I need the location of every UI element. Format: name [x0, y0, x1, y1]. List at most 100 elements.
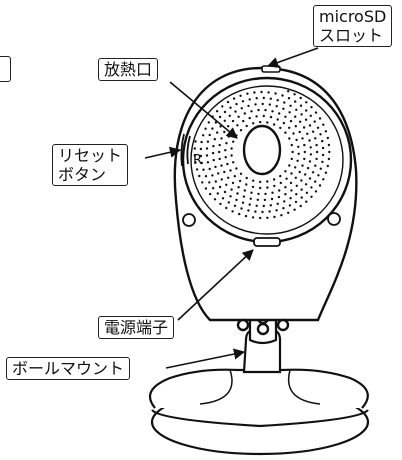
vent-dot	[261, 102, 264, 106]
vent-dot	[208, 167, 211, 171]
vent-dot	[193, 147, 196, 150]
vent-dot	[277, 195, 281, 199]
vent-dot	[289, 119, 293, 123]
vent-dot	[257, 192, 260, 196]
vent-dot	[270, 197, 274, 201]
callout-microsd-line1: microSD	[319, 7, 387, 26]
vent-dot	[253, 91, 256, 94]
callout-microsd-slot: microSD スロット	[313, 5, 393, 47]
vent-dot	[326, 136, 329, 140]
vent-dot	[234, 110, 237, 113]
leader-power	[177, 249, 254, 321]
vent-dot	[315, 157, 318, 161]
vent-dot	[208, 181, 211, 184]
reset-mark: R	[193, 153, 202, 168]
vent-dot	[287, 90, 290, 93]
callout-reset-line2: ボタン	[58, 165, 107, 184]
vent-dot	[288, 137, 291, 140]
vent-dot	[322, 123, 325, 126]
vent-dot	[249, 197, 252, 200]
vent-dot	[279, 181, 282, 185]
vent-dot	[266, 180, 269, 183]
vent-dot	[199, 154, 203, 158]
vent-dot	[242, 195, 246, 198]
vent-dot	[199, 147, 203, 151]
vent-dot	[300, 113, 303, 116]
vent-dot	[314, 180, 317, 183]
vent-dot	[306, 132, 309, 135]
vent-dot	[240, 207, 243, 210]
vent-dot	[261, 210, 264, 214]
vent-dot	[314, 164, 317, 167]
vent-dot	[259, 180, 262, 184]
vent-dot	[269, 204, 272, 207]
vent-dot	[226, 100, 230, 104]
vent-dot	[287, 97, 291, 100]
vent-dot	[278, 189, 281, 192]
vent-dot	[308, 139, 311, 142]
vent-dot	[262, 114, 265, 118]
vent-dot	[272, 178, 276, 181]
vent-dot	[206, 140, 210, 143]
vent-dot	[279, 174, 282, 178]
vent-dot	[264, 108, 267, 112]
vent-dot	[297, 152, 300, 155]
vent-dot	[271, 110, 274, 113]
vent-dot	[321, 160, 324, 164]
vent-dot	[216, 131, 219, 134]
vent-dot	[236, 124, 239, 127]
vent-dot	[275, 105, 278, 108]
vent-dot	[283, 200, 286, 203]
vent-dot	[299, 204, 302, 208]
vent-dot	[314, 111, 318, 114]
vent-dot	[237, 186, 240, 189]
callout-reset-button: リセット ボタン	[52, 144, 129, 186]
vent-dot	[229, 106, 232, 109]
vent-dot	[252, 122, 255, 125]
vent-dot	[267, 91, 270, 94]
vent-dot	[211, 174, 214, 177]
vent-dot	[255, 97, 258, 100]
vent-dot	[314, 137, 317, 140]
vent-dot	[245, 183, 248, 186]
vent-dot	[243, 189, 246, 192]
vent-dot	[200, 140, 203, 144]
vent-dot	[248, 203, 251, 206]
vent-dot	[284, 115, 287, 119]
vent-dot	[294, 125, 297, 128]
vent-dot	[214, 165, 217, 169]
vent-dot	[308, 124, 312, 127]
vent-dot	[304, 118, 308, 121]
vent-dot	[200, 161, 203, 165]
callout-vent-text: 放熱口	[104, 60, 153, 79]
vent-dot	[206, 161, 210, 164]
cropped-callout-fragment	[0, 56, 11, 82]
vent-dot	[301, 137, 304, 140]
callout-reset-line1: リセット	[58, 146, 123, 165]
vent-dot	[313, 120, 316, 123]
vent-dot	[321, 153, 325, 157]
vent-dot	[251, 216, 255, 219]
vent-dot	[262, 204, 265, 208]
vent-dot	[328, 150, 331, 154]
vent-dot	[294, 115, 297, 118]
vent-dot	[208, 133, 211, 137]
vent-dot	[211, 127, 214, 130]
vent-dot	[244, 214, 248, 218]
vent-dot	[250, 191, 253, 194]
vent-dot	[327, 143, 331, 147]
vent-dot	[290, 189, 293, 192]
vent-dot	[205, 154, 209, 157]
vent-dot	[236, 192, 239, 195]
vent-dot	[212, 187, 215, 190]
vent-dot	[198, 174, 201, 178]
vent-dot	[301, 164, 304, 167]
vent-dot	[275, 209, 278, 212]
vent-dot	[309, 146, 312, 149]
vent-dot	[233, 175, 236, 178]
vent-dot	[217, 172, 220, 175]
callout-power-terminal: 電源端子	[98, 316, 175, 339]
vent-dot	[220, 164, 223, 167]
vent-dot	[314, 190, 318, 193]
